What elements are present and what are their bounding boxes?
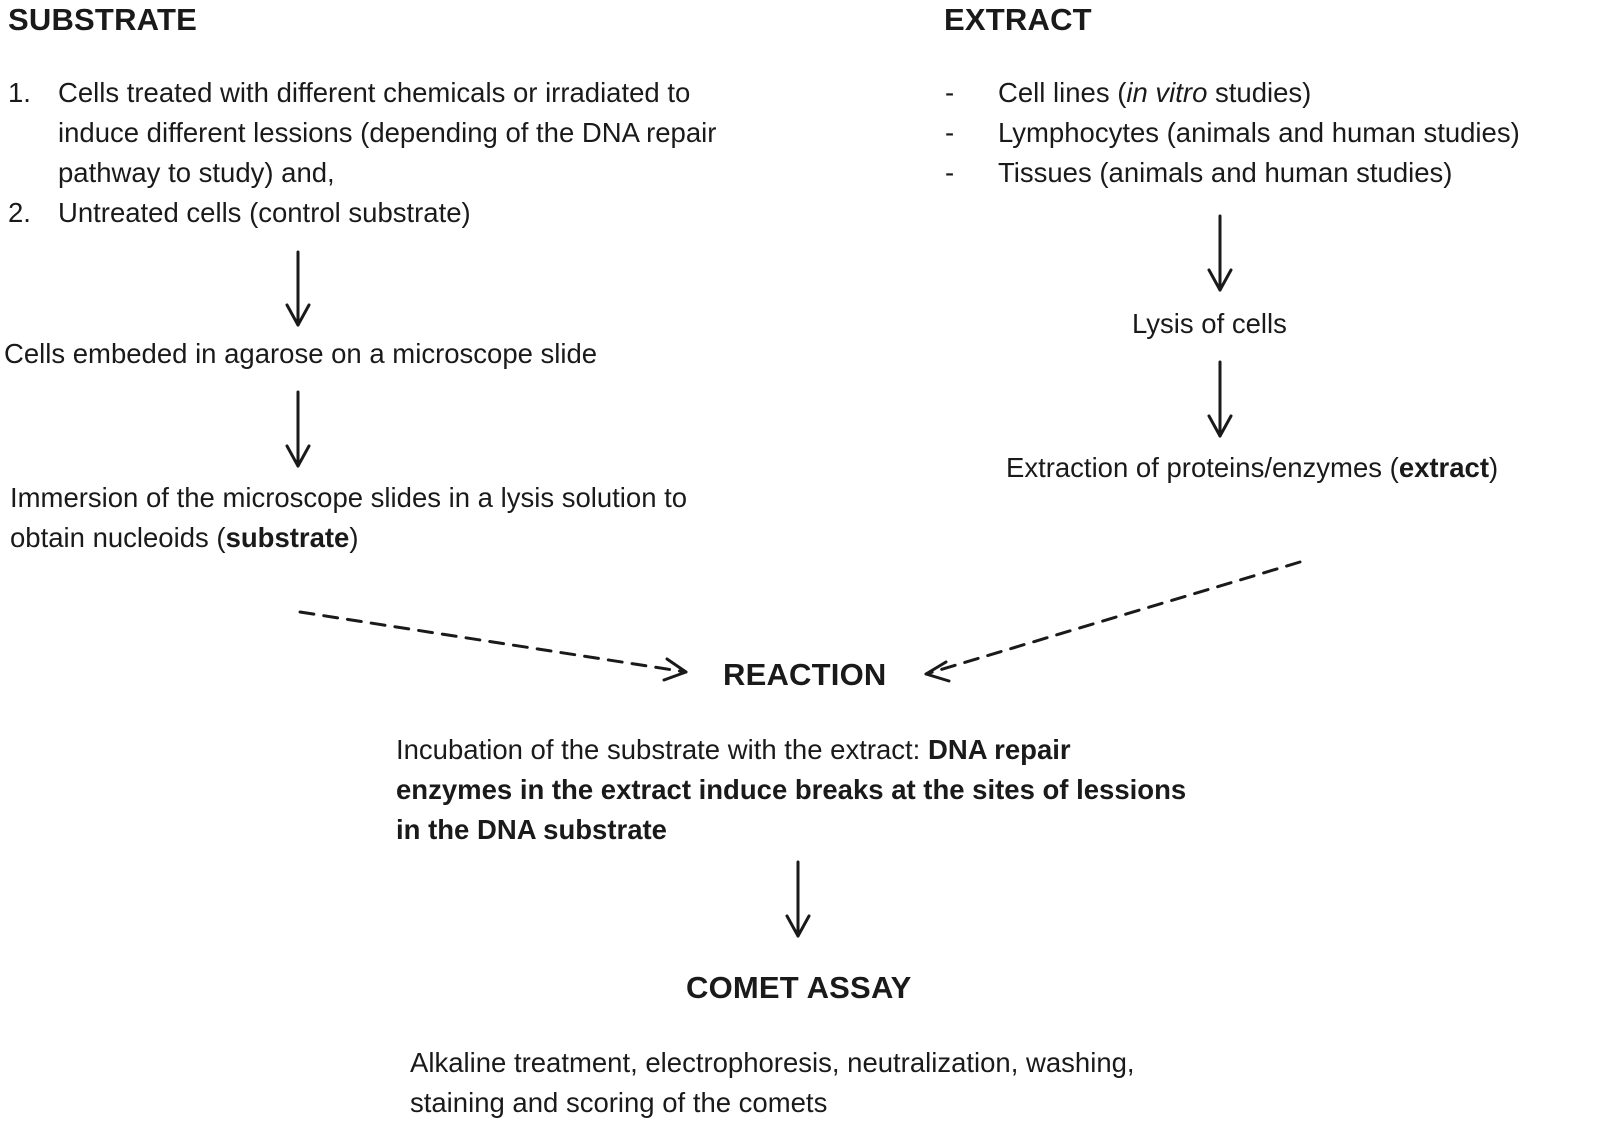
substrate-item-1-line-2: induce different lessions (depending of … [58,117,717,148]
reaction-line-3: in the DNA substrate [396,814,667,845]
substrate-step-lysis-line-1: Immersion of the microscope slides in a … [10,482,688,513]
extract-bullet-2: - [945,117,955,148]
substrate-item-2-line-1: Untreated cells (control substrate) [58,197,471,228]
extract-heading: EXTRACT [944,2,1092,37]
dashed-arrow-extract-to-reaction [924,560,1302,683]
substrate-step-lysis-line-2: obtain nucleoids (substrate) [10,522,359,553]
comet-assay-heading: COMET ASSAY [686,970,912,1005]
substrate-term: substrate [225,522,350,553]
substrate-item-2-number: 2. [8,197,31,228]
substrate-item-1-line-3: pathway to study) and, [58,157,335,188]
arrow-down-substrate-1 [285,250,311,327]
substrate-step-embed: Cells embeded in agarose on a microscope… [4,338,598,369]
extract-term: extract [1398,452,1490,483]
arrow-down-reaction-to-comet [785,860,811,938]
arrow-down-extract-1 [1207,214,1233,292]
extract-item-cell-lines: Cell lines (in vitro studies) [998,77,1312,108]
arrow-down-extract-2 [1207,360,1233,438]
extract-item-tissues: Tissues (animals and human studies) [998,157,1453,188]
extract-step-lysis: Lysis of cells [1132,308,1287,339]
comet-assay-line-1: Alkaline treatment, electrophoresis, neu… [410,1047,1135,1078]
extract-bullet-1: - [945,77,955,108]
reaction-line-2: enzymes in the extract induce breaks at … [396,774,1187,805]
substrate-item-1-line-1: Cells treated with different chemicals o… [58,77,691,108]
substrate-heading: SUBSTRATE [8,2,197,37]
reaction-line-1: Incubation of the substrate with the ext… [396,734,1071,765]
reaction-heading: REACTION [723,657,887,692]
comet-assay-line-2: staining and scoring of the comets [410,1087,828,1118]
arrow-down-substrate-2 [285,390,311,468]
dashed-arrow-substrate-to-reaction [298,610,688,682]
extract-bullet-3: - [945,157,955,188]
extract-step-extraction: Extraction of proteins/enzymes (extract) [1006,452,1499,483]
extract-item-lymphocytes: Lymphocytes (animals and human studies) [998,117,1520,148]
substrate-item-1-number: 1. [8,77,31,108]
